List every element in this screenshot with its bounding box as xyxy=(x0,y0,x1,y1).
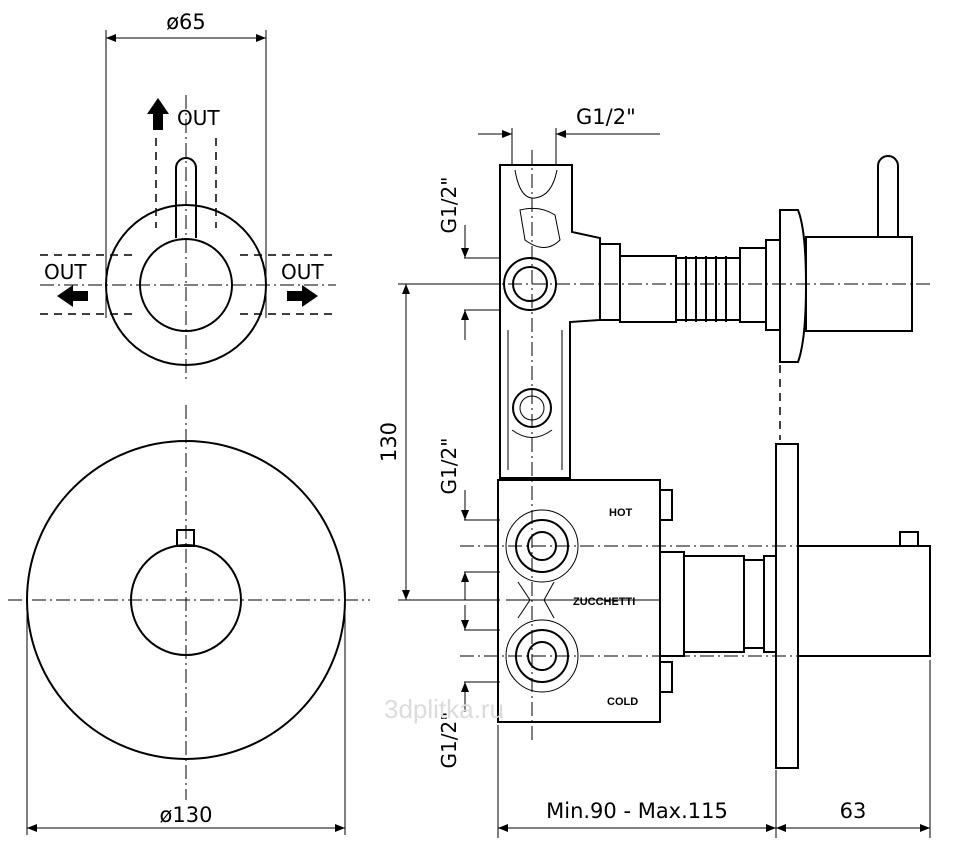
threaded-stem xyxy=(675,256,740,322)
dim-label-130: ø130 xyxy=(160,803,213,827)
trim-depth-label: 63 xyxy=(840,799,867,823)
cold-label: COLD xyxy=(607,696,638,708)
dim-label-65: ø65 xyxy=(166,10,206,34)
thermostat-body xyxy=(497,479,661,723)
arrow-right-icon xyxy=(287,285,318,307)
large-plate-front-view xyxy=(8,405,370,835)
diverter-lever xyxy=(175,157,197,238)
arrow-up-icon xyxy=(147,98,169,130)
diverter-lever-side xyxy=(877,155,899,237)
large-plate-side xyxy=(775,443,799,769)
out-top-label: OUT xyxy=(177,106,220,130)
thread-side-upper-label: G1/2" xyxy=(437,177,461,234)
out-right-label: OUT xyxy=(281,260,324,284)
thermostat-handle-body xyxy=(797,545,931,657)
watermark: 3dplitka.ru xyxy=(384,694,504,724)
small-plate-side xyxy=(779,209,808,363)
arrow-left-icon xyxy=(57,285,88,307)
thread-top-label: G1/2" xyxy=(576,105,636,129)
thread-side-middle-label: G1/2" xyxy=(437,438,461,495)
spacing-label: 130 xyxy=(377,422,401,462)
brand-label: ZUCCHETTI xyxy=(573,596,635,608)
thread-side-lower-label: G1/2" xyxy=(437,712,461,769)
hot-label: HOT xyxy=(609,507,633,519)
side-section-view xyxy=(398,128,931,838)
out-left-label: OUT xyxy=(44,260,87,284)
depth-range-label: Min.90 - Max.115 xyxy=(546,799,728,823)
small-plate-front-view xyxy=(40,30,336,380)
